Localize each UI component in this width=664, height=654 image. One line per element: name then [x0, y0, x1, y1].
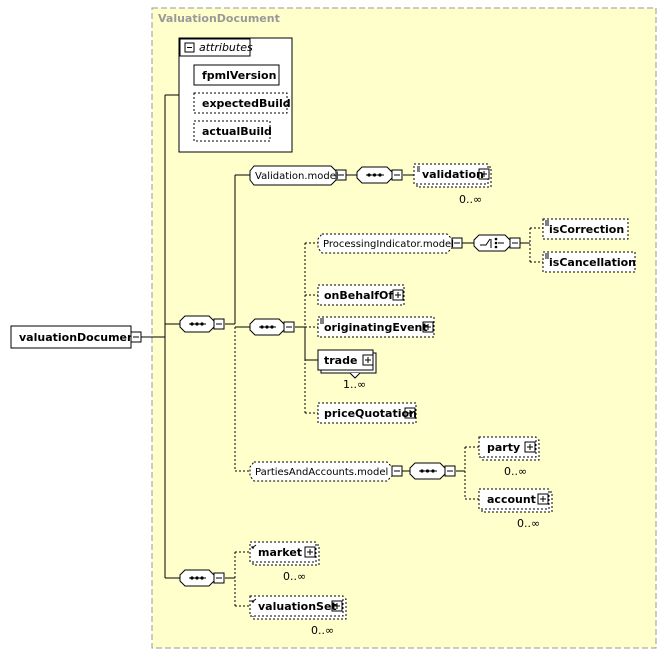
originatingevent-element[interactable]	[317, 316, 435, 338]
parties-and-accounts-model-label: PartiesAndAccounts.model	[255, 467, 388, 478]
iscancellation-element[interactable]	[542, 251, 636, 273]
onbehalfof-element[interactable]	[317, 284, 405, 306]
valuationset-occurs: 0..∞	[311, 624, 334, 637]
iscorrection-element[interactable]	[542, 218, 629, 240]
account-element[interactable]	[478, 488, 553, 513]
root-collapse-icon[interactable]	[130, 331, 142, 343]
onbehalfof-label: onBehalfOf	[324, 289, 393, 302]
processing-indicator-model-label: ProcessingIndicator.model	[323, 239, 454, 250]
validation-model-label: Validation.model	[255, 171, 339, 182]
validation-element[interactable]	[413, 163, 492, 188]
party-occurs: 0..∞	[504, 465, 527, 478]
valuationset-label: valuationSet	[258, 600, 337, 613]
market-label: market	[258, 546, 302, 559]
main-sequence-compositor[interactable]	[179, 315, 225, 333]
processing-choice-compositor[interactable]	[473, 234, 521, 252]
valuationset-element[interactable]	[249, 595, 347, 620]
attributes-header	[179, 38, 251, 57]
account-label: account	[487, 493, 536, 506]
processing-indicator-model-group[interactable]	[317, 233, 463, 254]
trade-occurs: 1..∞	[343, 378, 366, 391]
party-element[interactable]	[478, 436, 540, 461]
parties-sequence-compositor[interactable]	[409, 462, 456, 480]
validation-model-group[interactable]	[249, 165, 347, 186]
optional-connectors	[234, 227, 543, 607]
trade-element[interactable]	[317, 349, 377, 379]
validation-label: validation	[422, 168, 484, 181]
attribute-actualbuild[interactable]	[193, 120, 271, 142]
market-element[interactable]	[249, 541, 320, 566]
market-occurs: 0..∞	[283, 570, 306, 583]
complex-type-title: ValuationDocument	[158, 12, 280, 25]
party-label: party	[487, 441, 520, 454]
pricequotation-element[interactable]	[317, 402, 417, 424]
attribute-expectedbuild-label: expectedBuild	[202, 97, 291, 110]
attributes-label: attributes	[199, 41, 253, 54]
root-element-label: valuationDocument	[19, 331, 140, 344]
attribute-expectedbuild[interactable]	[193, 92, 288, 114]
attribute-actualbuild-label: actualBuild	[202, 125, 272, 138]
validation-occurs: 0..∞	[459, 193, 482, 206]
originatingevent-label: originatingEvent	[324, 321, 428, 334]
attribute-fpmlversion-label: fpmlVersion	[202, 69, 276, 82]
parties-and-accounts-model-group[interactable]	[249, 461, 403, 482]
pricequotation-label: priceQuotation	[324, 407, 417, 420]
trade-label: trade	[324, 354, 357, 367]
account-occurs: 0..∞	[517, 517, 540, 530]
validation-sequence-compositor[interactable]	[356, 166, 403, 184]
iscancellation-label: isCancellation	[549, 256, 636, 269]
attributes-collapse-icon[interactable]	[184, 42, 195, 53]
connectors	[141, 94, 530, 579]
inner-sequence-compositor[interactable]	[249, 318, 295, 336]
market-sequence-compositor[interactable]	[179, 569, 225, 587]
iscorrection-label: isCorrection	[549, 223, 624, 236]
attribute-fpmlversion[interactable]	[193, 64, 280, 86]
